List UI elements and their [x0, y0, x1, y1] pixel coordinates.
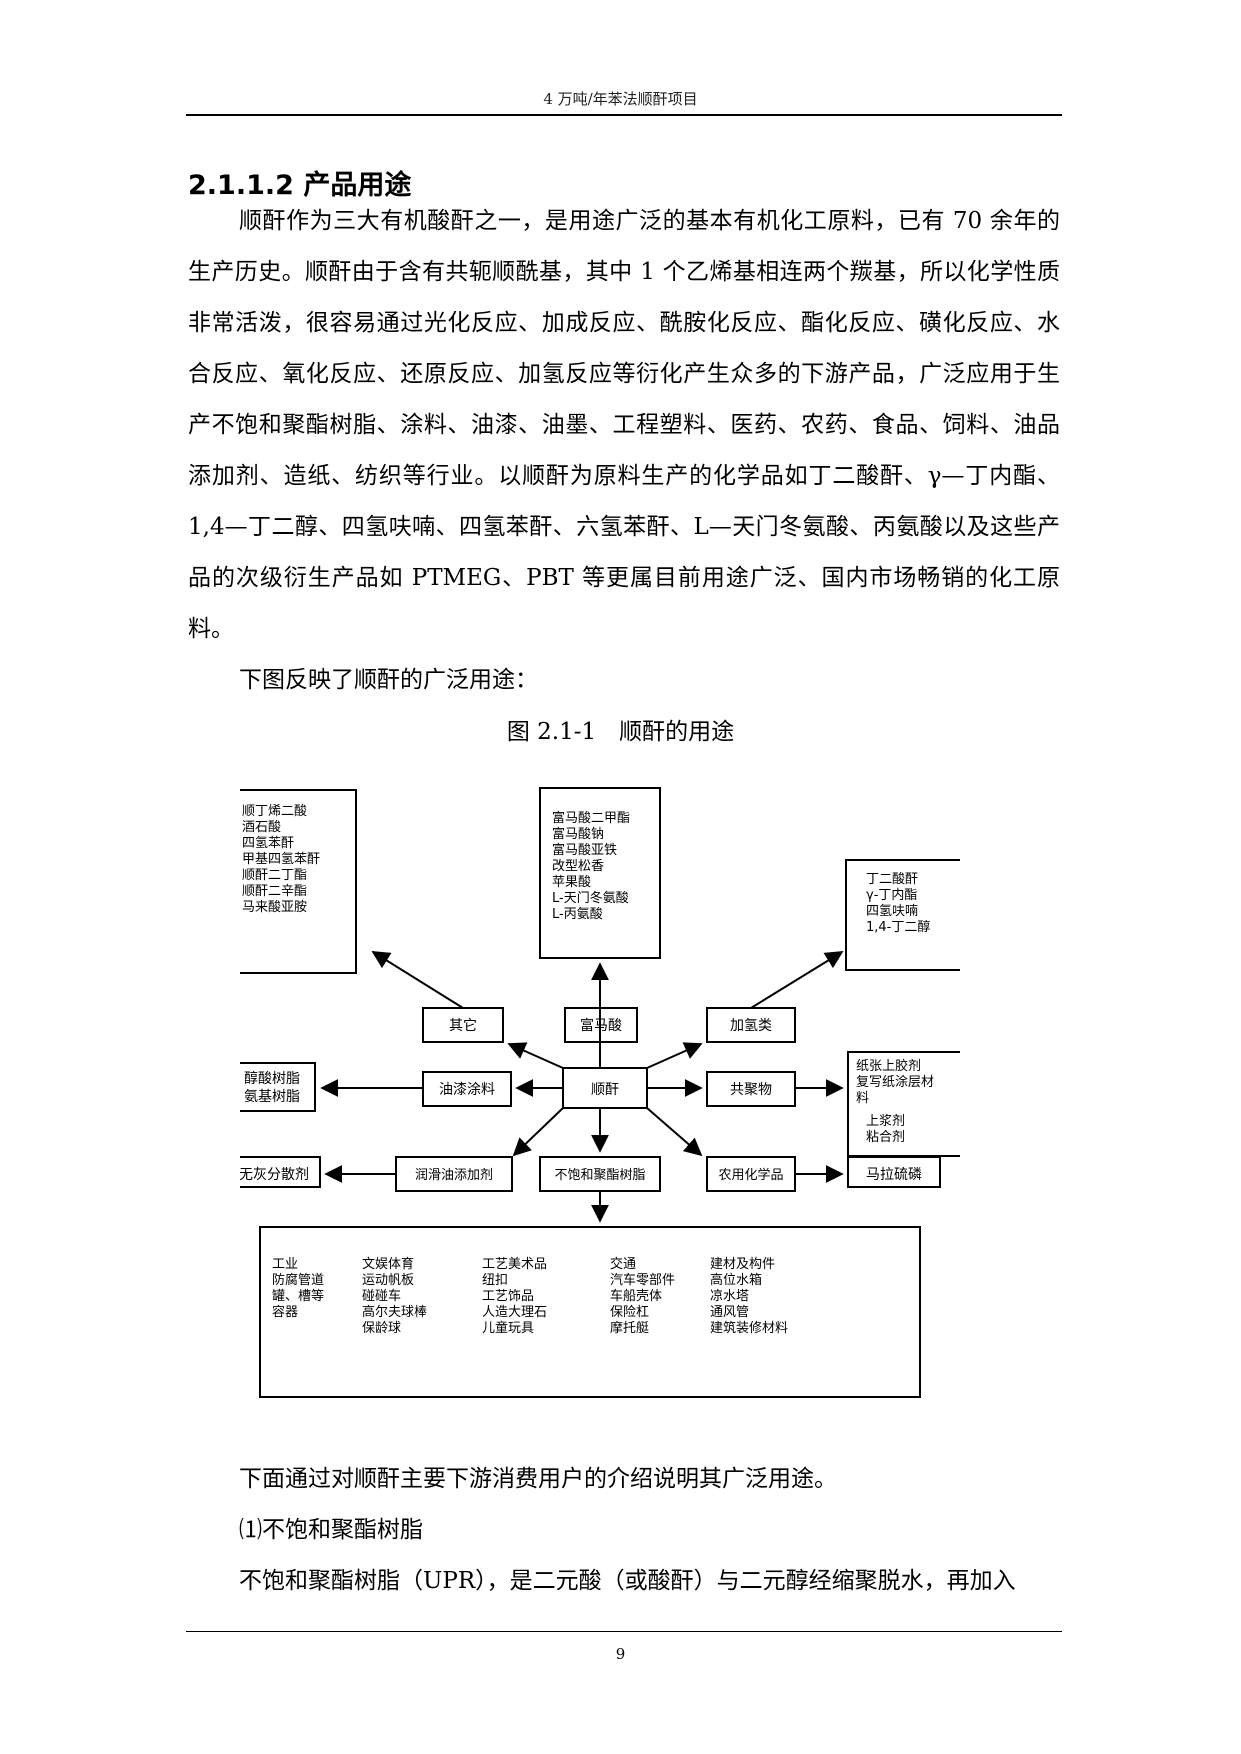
application-item: 高尔夫球棒 [362, 1304, 427, 1320]
other-list-item: 甲基四氢苯酐 [242, 852, 320, 867]
application-item: 工业 [272, 1257, 298, 1272]
hydro-box [706, 1007, 796, 1043]
application-item: 凉水塔 [710, 1289, 749, 1304]
other-box [422, 1007, 504, 1043]
application-item: 纽扣 [482, 1273, 508, 1288]
application-item: 工艺美术品 [482, 1257, 547, 1272]
node-center: 顺酐 [591, 1082, 619, 1098]
other-list-item: 顺丁烯二酸 [242, 804, 307, 819]
other-list-box [240, 789, 357, 974]
application-item: 摩托艇 [610, 1320, 649, 1336]
node-hydro: 加氢类 [730, 1018, 772, 1034]
node-paint: 油漆涂料 [439, 1082, 495, 1098]
figure-caption: 图 2.1-1 顺酐的用途 [506, 719, 735, 745]
application-item: 保险杠 [610, 1304, 649, 1320]
paint-box [422, 1071, 512, 1107]
subsection-label: ⑴不饱和聚酯树脂 [239, 1517, 423, 1543]
copolymer-list-item: 料 [856, 1091, 869, 1106]
other-list-item: 马来酸亚胺 [242, 900, 307, 915]
upr-box [539, 1156, 661, 1192]
application-item: 防腐管道 [272, 1272, 324, 1288]
node-agro: 农用化学品 [718, 1167, 783, 1183]
application-item: 容器 [272, 1304, 298, 1320]
node-fumaric: 富马酸 [580, 1017, 622, 1034]
application-item: 汽车零部件 [610, 1272, 675, 1288]
fumaric-list-item: L-天门冬氨酸 [552, 890, 629, 906]
applications-box [259, 1226, 921, 1398]
application-item: 运动帆板 [362, 1273, 414, 1288]
usage-diagram: 其它 富马酸 加氢类 油漆涂料 顺酐 共聚物 润滑油添加剂 不饱和聚酯树脂 农用… [240, 787, 960, 1398]
fumaric-list-item: 富马酸二甲酯 [552, 810, 630, 826]
application-item: 交通 [610, 1256, 636, 1272]
footer-rule [186, 1631, 1062, 1632]
node-lube: 润滑油添加剂 [415, 1168, 493, 1183]
section-heading: 2.1.1.2 产品用途 [188, 170, 412, 201]
application-item: 儿童玩具 [482, 1320, 534, 1336]
application-item: 高位水箱 [710, 1272, 762, 1288]
copolymer-list-item: 粘合剂 [866, 1130, 905, 1145]
node-upr: 不饱和聚酯树脂 [554, 1168, 645, 1183]
fumaric-list-box [539, 787, 661, 959]
other-list-item: 顺酐二辛酯 [242, 884, 307, 899]
copolymer-list-item: 复写纸涂层材 [856, 1074, 934, 1090]
copolymer-list-item: 上浆剂 [866, 1114, 905, 1129]
fumaric-list-item: 苹果酸 [552, 875, 591, 890]
application-item: 工艺饰品 [482, 1289, 534, 1304]
application-item: 人造大理石 [482, 1305, 547, 1320]
application-item: 碰碰车 [362, 1288, 401, 1304]
other-list-item: 顺酐二丁酯 [242, 868, 307, 883]
node-ashless: 无灰分散剂 [240, 1167, 309, 1183]
alkyd-line: 醇酸树脂 [244, 1070, 300, 1087]
fumaric-list-item: L-丙氨酸 [552, 907, 603, 922]
copolymer-list-box [847, 1051, 960, 1157]
application-item: 罐、槽等 [272, 1288, 324, 1304]
malathion-box [847, 1156, 941, 1188]
header-rule [186, 114, 1062, 116]
alkyd-line: 氨基树脂 [244, 1088, 300, 1105]
copolymer-box [706, 1071, 796, 1107]
other-list-item: 酒石酸 [242, 820, 281, 835]
node-copolymer: 共聚物 [730, 1082, 772, 1098]
agro-box [706, 1156, 796, 1192]
application-item: 建筑装修材料 [710, 1320, 788, 1336]
paragraph-upr: 不饱和聚酯树脂（UPR），是二元酸（或酸酐）与二元醇经缩聚脱水，再加入 [239, 1568, 1016, 1594]
node-malathion: 马拉硫磷 [866, 1167, 922, 1183]
ashless-box [240, 1156, 321, 1188]
application-item: 文娱体育 [362, 1256, 414, 1272]
alkyd-box [240, 1062, 316, 1112]
hydro-list-box [845, 859, 960, 971]
application-item: 车船壳体 [610, 1288, 662, 1304]
hydro-list-item: 1,4-丁二醇 [866, 919, 930, 935]
application-item: 通风管 [710, 1305, 749, 1320]
paragraph-intro: 顺酐作为三大有机酸酐之一，是用途广泛的基本有机化工原料，已有 70 余年的生产历… [188, 208, 1060, 642]
paragraph-figure-lead: 下图反映了顺酐的广泛用途： [239, 667, 538, 693]
fumaric-list-item: 富马酸钠 [552, 826, 604, 842]
running-header: 4 万吨/年苯法顺酐项目 [543, 90, 698, 108]
application-item: 建材及构件 [710, 1257, 775, 1272]
application-item: 保龄球 [362, 1321, 401, 1336]
copolymer-list-item: 纸张上胶剂 [856, 1058, 921, 1074]
node-other: 其它 [449, 1017, 477, 1034]
fumaric-list-item: 改型松香 [552, 859, 604, 874]
hydro-list-item: γ-丁内酯 [866, 887, 917, 903]
page-number: 9 [615, 1645, 626, 1663]
hydro-list-item: 丁二酸酐 [866, 872, 918, 887]
hydro-list-item: 四氢呋喃 [866, 904, 918, 919]
lube-box [395, 1156, 513, 1192]
paragraph-downstream: 下面通过对顺酐主要下游消费用户的介绍说明其广泛用途。 [239, 1466, 837, 1492]
other-list-item: 四氢苯酐 [242, 836, 294, 851]
fumaric-list-item: 富马酸亚铁 [552, 842, 617, 858]
